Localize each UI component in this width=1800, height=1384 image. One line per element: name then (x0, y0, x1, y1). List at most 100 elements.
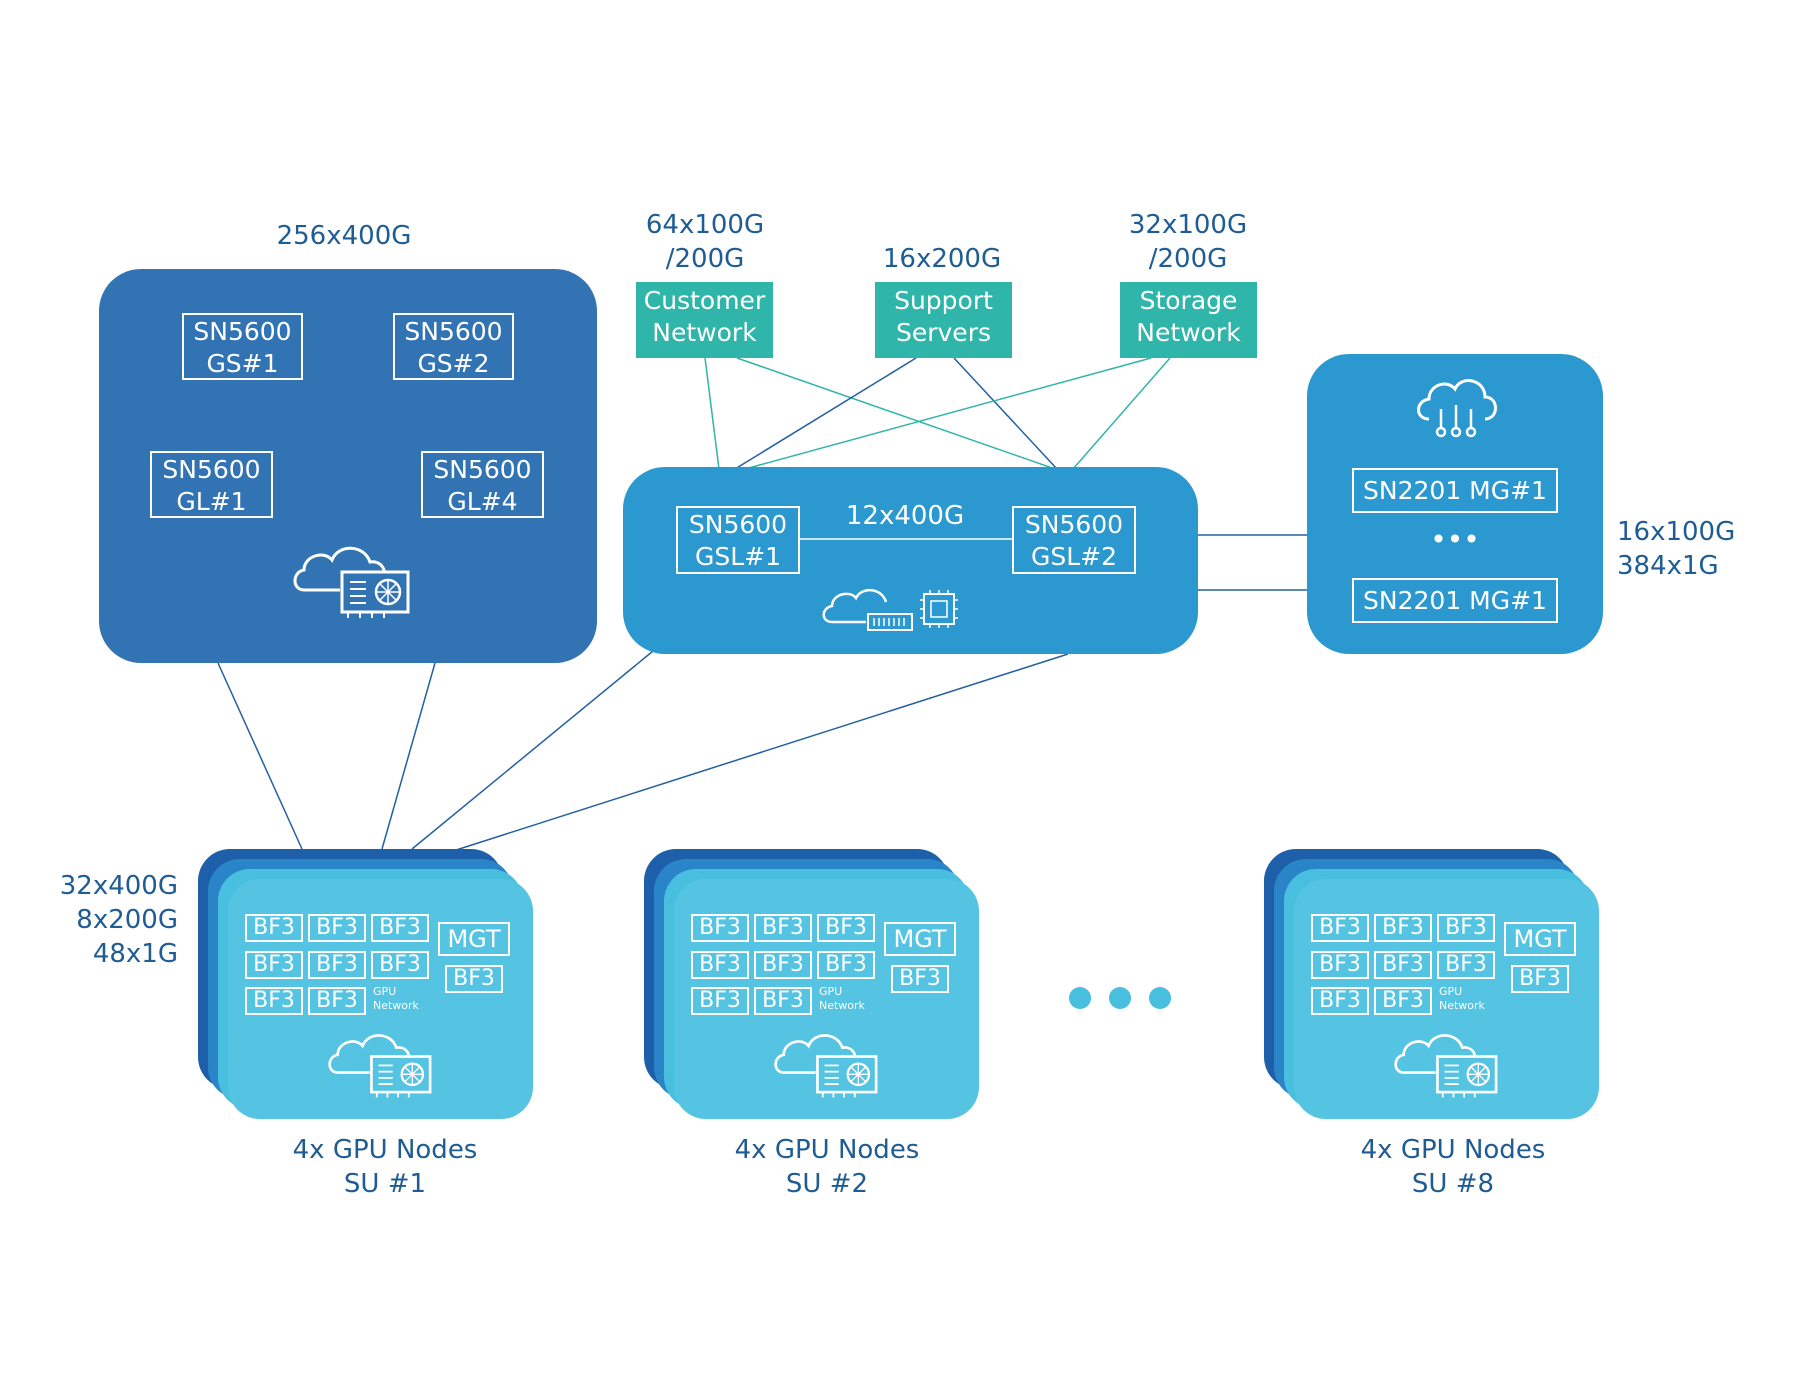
cloud-icon (293, 546, 386, 592)
switch-gs2: SN5600 GS#2 (393, 313, 514, 380)
mgt-port: MGT (1504, 922, 1576, 956)
support-servers-box: Support Servers (875, 282, 1012, 358)
gpu-card-icon (370, 1055, 432, 1098)
capacity-line: 48x1G (92, 939, 178, 969)
link-gfab-su1-b (381, 662, 436, 850)
box-label: Network (1136, 318, 1241, 347)
management-fabric-panel (1307, 354, 1603, 654)
switch-model: SN5600 (433, 455, 532, 484)
cloud-gpu-icon (328, 1034, 432, 1098)
bf3-dpu: BF3 (891, 965, 949, 993)
capacity-line: 64x100G (645, 210, 765, 240)
cpu-icon (920, 590, 958, 628)
gpu-card-icon (816, 1055, 878, 1098)
bf3-dpu: BF3 (245, 951, 303, 979)
switch-id: GL#4 (447, 487, 518, 516)
su-name: SU #2 (785, 1169, 869, 1199)
bf3-dpu: BF3 (308, 951, 366, 979)
storage-capacity: 32x100G /200G (1088, 208, 1288, 276)
bf3-dpu: BF3 (1311, 951, 1369, 979)
bf3-dpu: BF3 (691, 987, 749, 1015)
su-title: 4x GPU Nodes (292, 1135, 478, 1165)
bf3-dpu: BF3 (1437, 914, 1495, 942)
bf3-dpu: BF3 (308, 987, 366, 1015)
bf3-dpu: BF3 (1511, 965, 1569, 993)
su-title: 4x GPU Nodes (1360, 1135, 1546, 1165)
switch-id: GS#2 (417, 349, 490, 378)
capacity-line: 16x100G (1617, 517, 1736, 547)
bf3-dpu: BF3 (1374, 914, 1432, 942)
switch-id: GS#1 (206, 349, 279, 378)
mgt-port: MGT (884, 922, 956, 956)
bf3-dpu: BF3 (371, 951, 429, 979)
bf3-dpu: BF3 (245, 987, 303, 1015)
box-label: Support (894, 286, 993, 315)
capacity-line: 32x100G (1128, 210, 1248, 240)
bf3-dpu: BF3 (754, 914, 812, 942)
link-storage-gsl2 (1072, 357, 1171, 470)
gpu-fabric-capacity: 256x400G (276, 221, 412, 251)
box-label: Servers (895, 318, 991, 347)
bf3-dpu: BF3 (1311, 987, 1369, 1015)
gsl-link-capacity: 12x400G (845, 501, 965, 531)
cloud-gpu-icon (774, 1034, 878, 1098)
link-sfab-su1-b (452, 653, 1069, 852)
network-label-line: Network (819, 999, 865, 1012)
gpu-card-icon (340, 570, 410, 618)
network-label-line: Network (1439, 999, 1485, 1012)
cloud-network-icon (1417, 379, 1497, 438)
switch-model: SN5600 (688, 510, 788, 539)
box-label: Network (652, 318, 757, 347)
su1-caption: 4x GPU Nodes SU #1 (265, 1133, 505, 1201)
link-customer-gsl1 (704, 357, 720, 470)
switch-gsl2: SN5600 GSL#2 (1012, 506, 1136, 574)
more-units-ellipsis (1069, 987, 1171, 1009)
box-label: Storage (1139, 286, 1238, 315)
bf3-dpu: BF3 (308, 914, 366, 942)
bf3-dpu: BF3 (691, 951, 749, 979)
mgmt-ellipsis: ••• (1430, 523, 1480, 556)
link-support-gsl2 (953, 357, 1058, 470)
switch-mg1-bottom: SN2201 MG#1 (1352, 578, 1558, 623)
capacity-line: /200G (1148, 244, 1228, 274)
switch-id: GSL#1 (694, 542, 782, 571)
switch-model: SN5600 (1024, 510, 1124, 539)
capacity-line: 8x200G (76, 905, 178, 935)
gsl-interlink (798, 538, 1014, 540)
cloud-icon (822, 589, 888, 624)
su8-caption: 4x GPU Nodes SU #8 (1333, 1133, 1573, 1201)
switch-gl1: SN5600 GL#1 (150, 451, 273, 518)
switch-mg1-top: SN2201 MG#1 (1352, 468, 1558, 513)
cloud-server-cpu-icon (822, 589, 958, 631)
bf3-dpu: BF3 (1311, 914, 1369, 942)
su2-caption: 4x GPU Nodes SU #2 (707, 1133, 947, 1201)
su-link-capacity: 32x400G 8x200G 48x1G (20, 869, 178, 971)
customer-capacity: 64x100G /200G (605, 208, 805, 276)
switch-id: GL#1 (176, 487, 247, 516)
cloud-gpu-icon (293, 546, 410, 618)
switch-id: GSL#2 (1030, 542, 1118, 571)
storage-network-box: Storage Network (1120, 282, 1257, 358)
link-storage-gsl1 (744, 357, 1152, 470)
switch-model: SN5600 (404, 317, 503, 346)
network-label-line: GPU (373, 985, 397, 998)
capacity-line: 32x400G (59, 871, 178, 901)
switch-gl4: SN5600 GL#4 (421, 451, 544, 518)
mgt-port: MGT (438, 922, 510, 956)
server-icon (867, 613, 913, 631)
cloud-icon (328, 1034, 411, 1074)
bf3-dpu: BF3 (754, 987, 812, 1015)
network-label-line: GPU (819, 985, 843, 998)
capacity-line: 16x200G (882, 244, 1002, 274)
su-name: SU #1 (343, 1169, 427, 1199)
bf3-dpu: BF3 (371, 914, 429, 942)
link-support-gsl1 (734, 357, 917, 470)
bf3-dpu: BF3 (445, 965, 503, 993)
